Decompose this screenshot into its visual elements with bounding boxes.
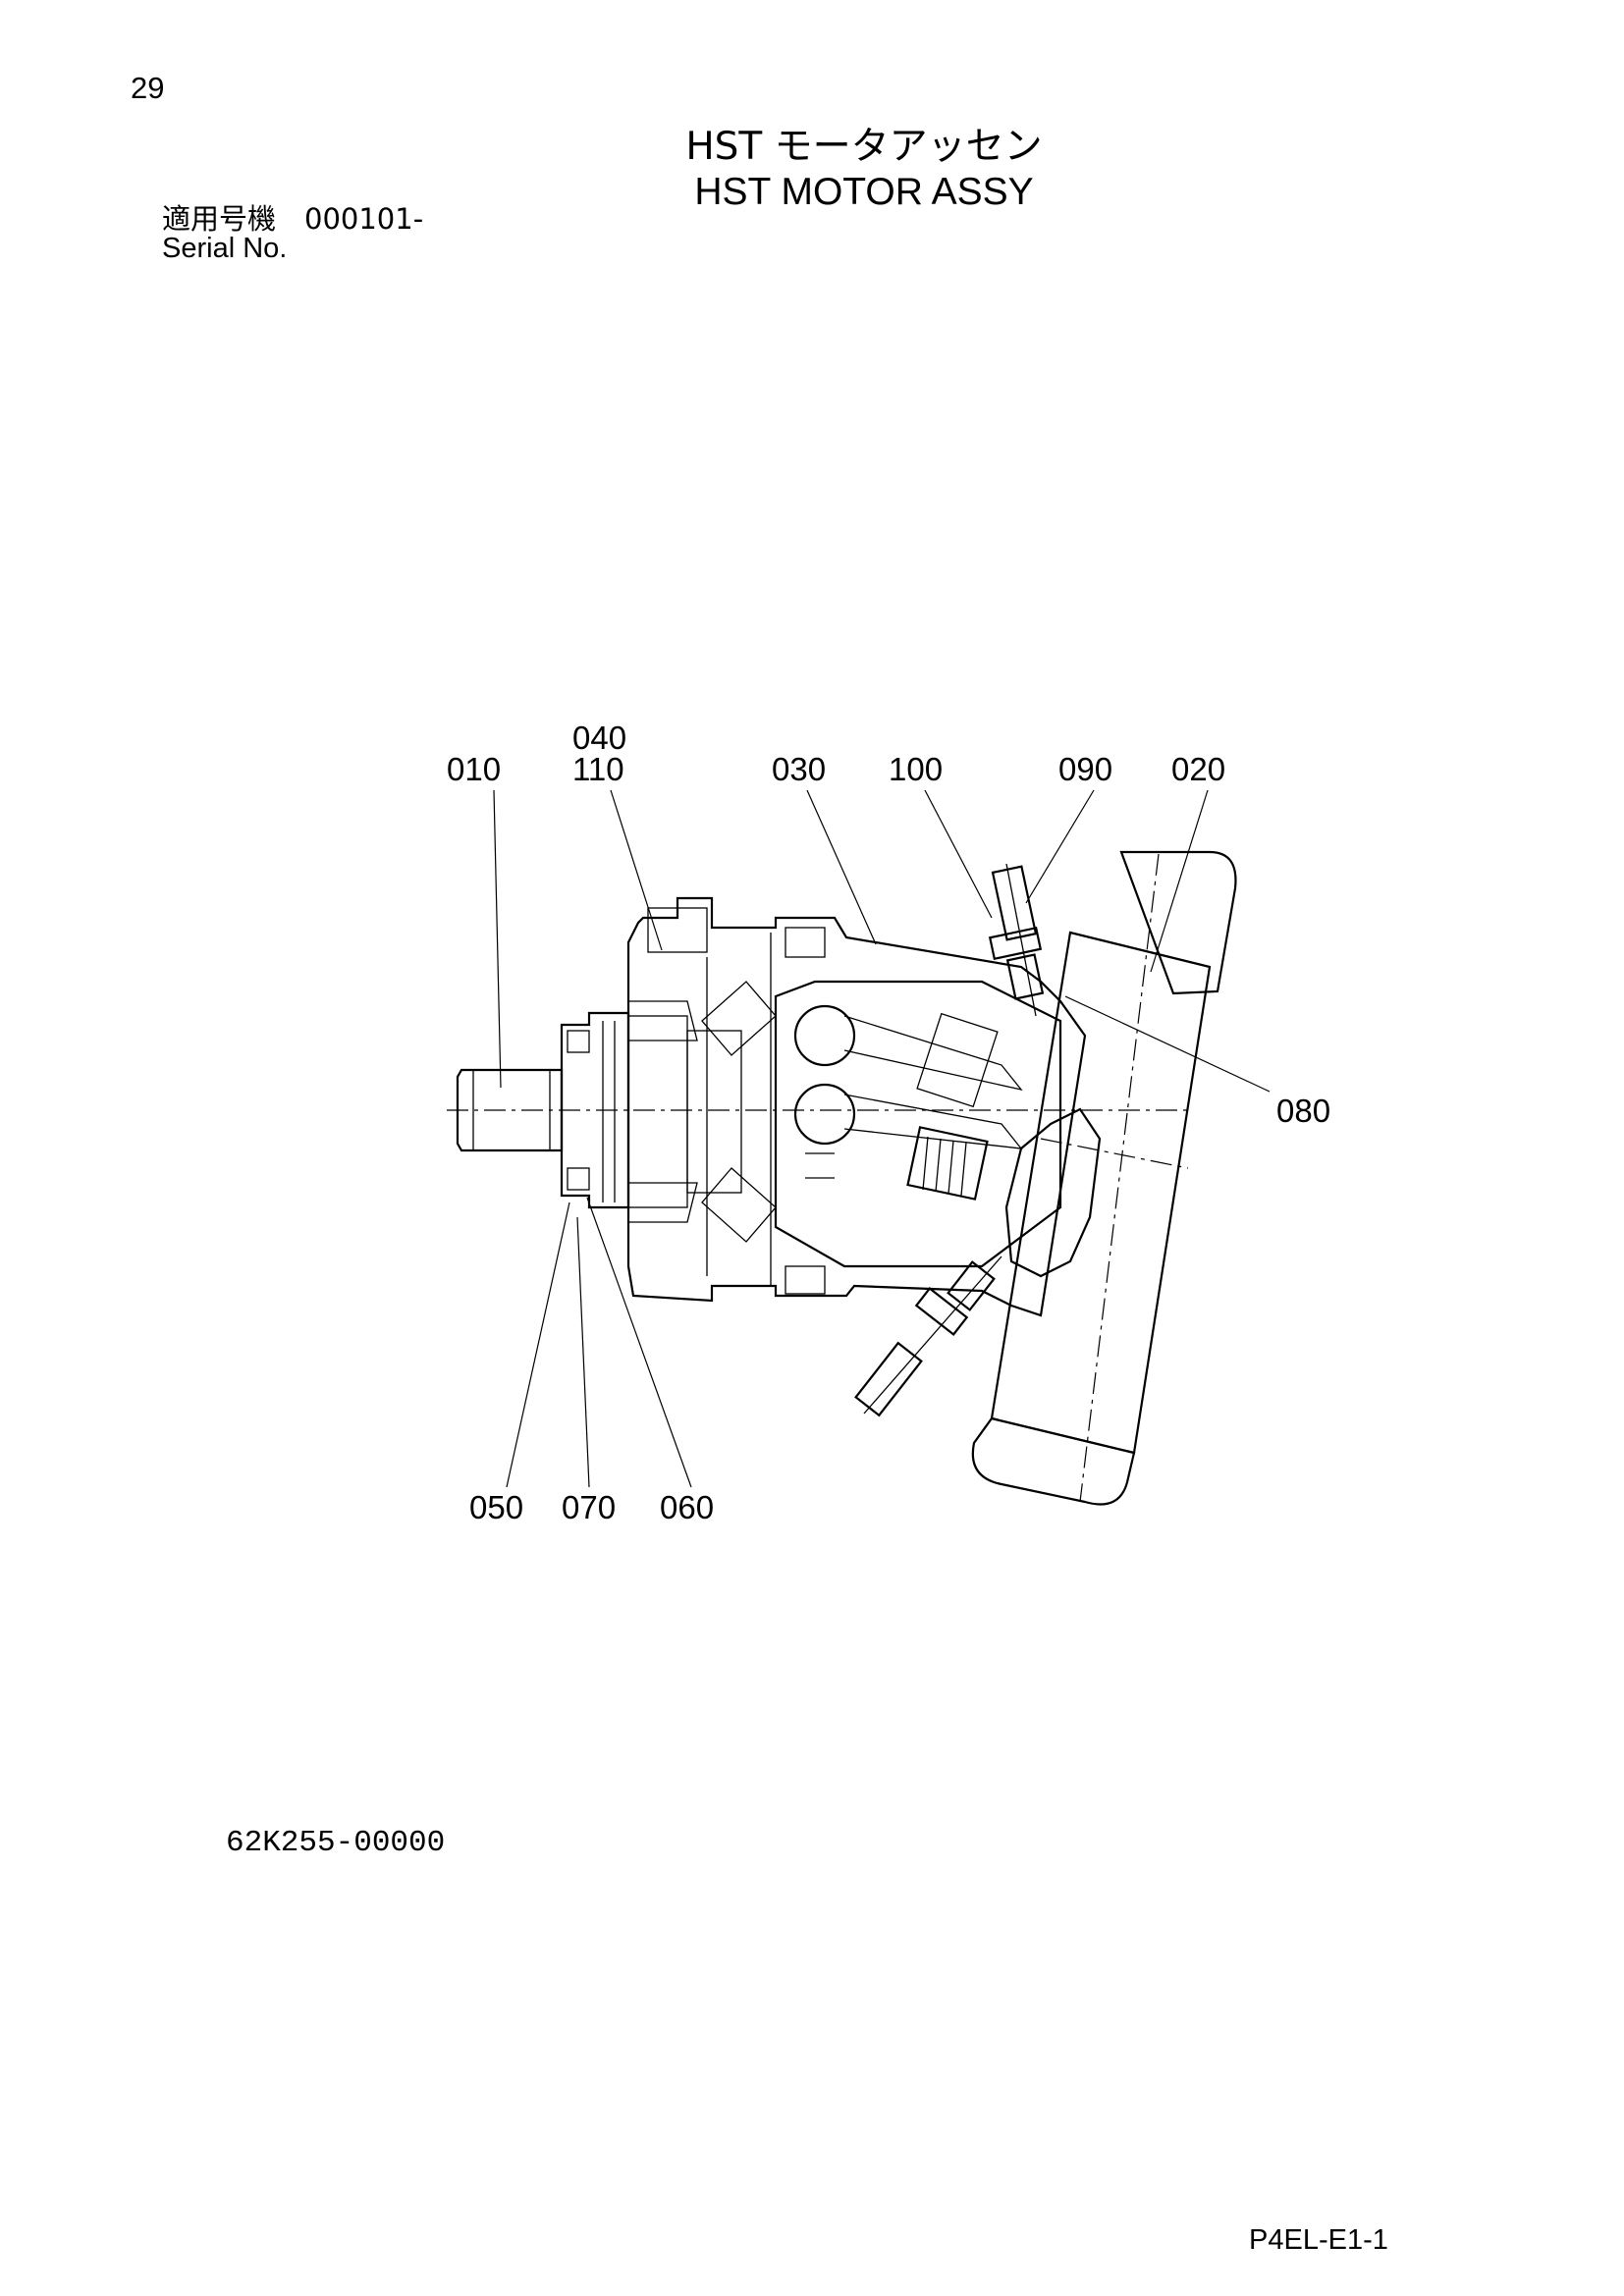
callout-030: 030 (772, 751, 826, 787)
callout-110: 110 (572, 751, 624, 787)
callout-080: 080 (1276, 1093, 1330, 1129)
page-number: 29 (131, 71, 165, 105)
output-shaft (456, 1068, 564, 1152)
port-block (971, 850, 1237, 1506)
title-english: HST MOTOR ASSY (694, 171, 1034, 213)
callout-050: 050 (469, 1489, 523, 1525)
cylinder-block (774, 980, 1062, 1268)
roller-bearings (627, 981, 777, 1243)
callout-070: 070 (562, 1489, 616, 1525)
adjusting-screw-upper (988, 863, 1045, 1017)
callout-010: 010 (447, 751, 501, 787)
callout-090: 090 (1058, 751, 1112, 787)
valve-head (1004, 1107, 1102, 1278)
callout-060: 060 (660, 1489, 714, 1525)
leader-lines (493, 789, 1271, 1488)
title-japanese: HST モータアッセン (685, 125, 1043, 169)
serial-label-japanese: 適用号機 000101- (162, 202, 424, 236)
motor-housing (626, 896, 1087, 1317)
serial-label-english: Serial No. (162, 233, 288, 264)
callout-020: 020 (1171, 751, 1225, 787)
callout-040: 040 (572, 720, 626, 756)
spring-pack (906, 1126, 989, 1201)
part-number: 62K255-00000 (226, 1826, 446, 1860)
adjusting-screw-lower (854, 1255, 1002, 1417)
callout-100: 100 (889, 751, 943, 787)
page-code: P4EL-E1-1 (1249, 2224, 1388, 2256)
